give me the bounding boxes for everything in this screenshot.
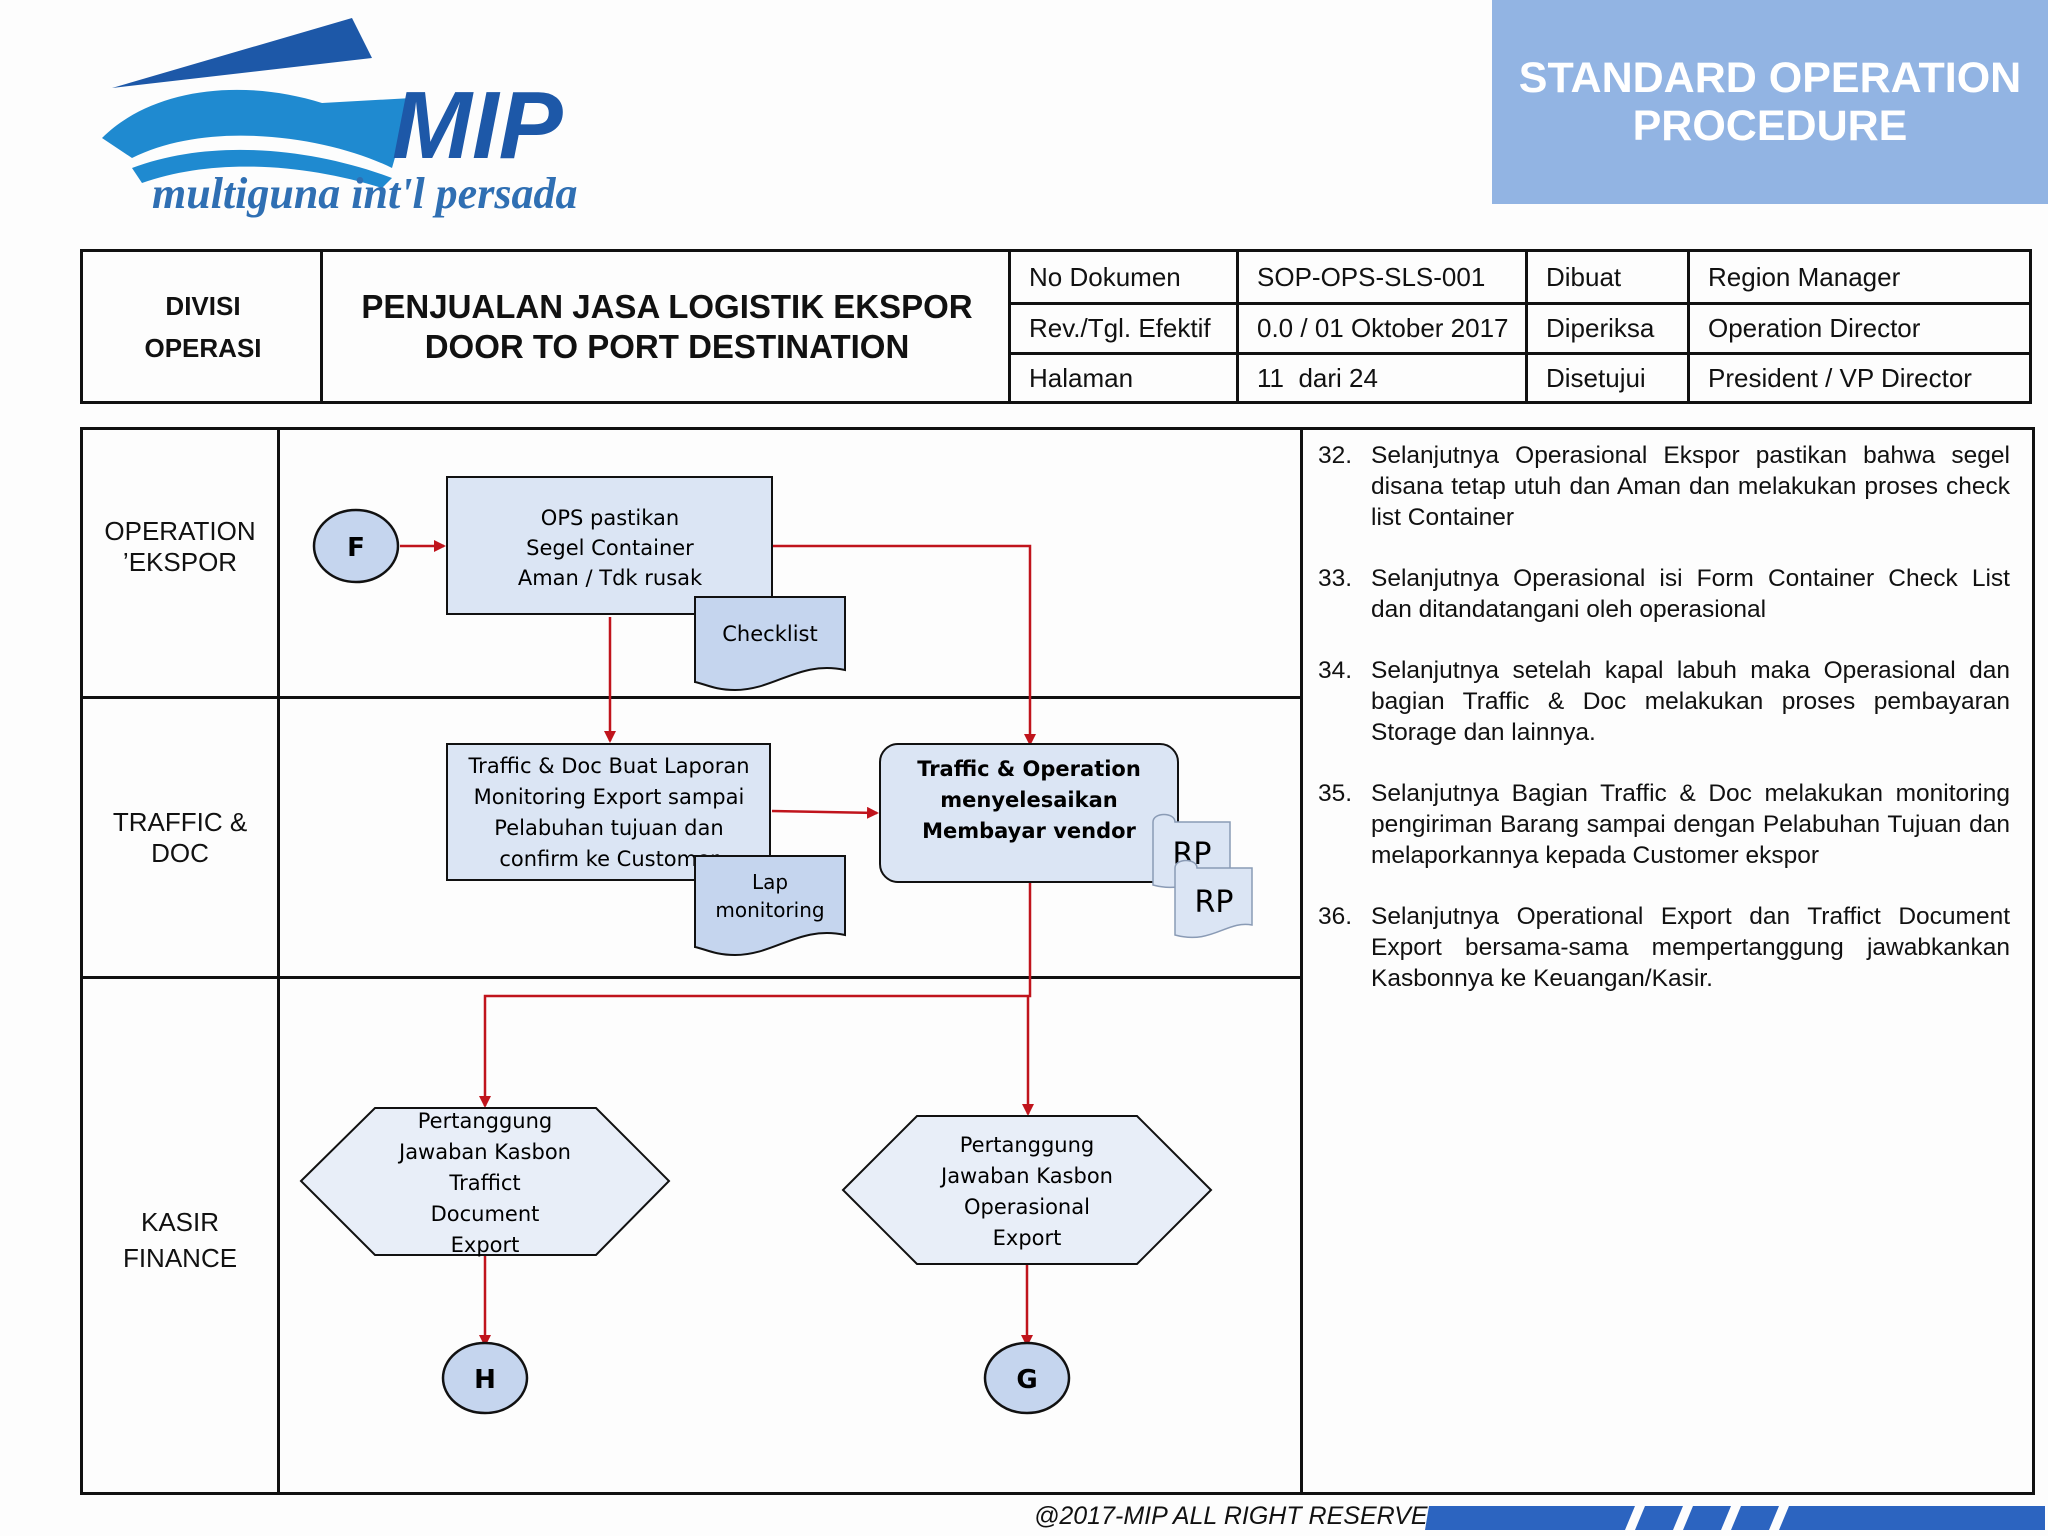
svg-text:Export: Export [993, 1226, 1062, 1250]
svg-text:Export: Export [451, 1233, 520, 1257]
meta-role-checked: Diperiksa [1546, 313, 1655, 343]
connector-h: H [441, 1341, 529, 1415]
step-34: 34.Selanjutnya setelah kapal labuh maka … [1318, 657, 2010, 746]
flow-arrows [400, 540, 1036, 1347]
arrow-traffic-to-vendor [771, 806, 879, 819]
document-header-table: DIVISI OPERASI PENJUALAN JASA LOGISTIK E… [80, 249, 2032, 404]
meta-value-revision: 0.0 / 01 Oktober 2017 [1257, 313, 1509, 343]
svg-text:Document: Document [431, 1202, 540, 1226]
meta-person-made: Region Manager [1708, 261, 1901, 292]
ops-check-seal-box: OPS pastikan Segel Container Aman / Tdk … [446, 476, 773, 615]
step-35: 35.Selanjutnya Bagian Traffic & Doc mela… [1318, 780, 2010, 869]
svg-text:RP: RP [1195, 885, 1234, 920]
division-cell: DIVISI OPERASI [83, 252, 323, 401]
svg-text:monitoring: monitoring [715, 898, 824, 922]
svg-text:Pelabuhan tujuan dan: Pelabuhan tujuan dan [494, 816, 723, 840]
svg-text:Segel Container: Segel Container [526, 536, 694, 560]
svg-text:confirm ke Customer: confirm ke Customer [499, 847, 719, 871]
document-title: PENJUALAN JASA LOGISTIK EKSPOR DOOR TO P… [326, 252, 1008, 401]
meta-role-approved: Disetujui [1546, 362, 1646, 393]
svg-text:Lap: Lap [752, 870, 788, 894]
rp-document-2: RP [1174, 859, 1253, 939]
meta-person-checked: Operation Director [1708, 313, 1921, 343]
checklist-document: Checklist [694, 596, 846, 692]
procedure-steps: 32.Selanjutnya Operasional Ekspor pastik… [1318, 440, 2010, 1024]
connector-f: F [312, 508, 400, 584]
svg-text:menyelesaikan: menyelesaikan [940, 788, 1117, 812]
title-line-1: PENJUALAN JASA LOGISTIK EKSPOR [361, 287, 973, 325]
copyright-footer: @2017-MIP ALL RIGHT RESERVED [1034, 1502, 1446, 1530]
division-name: OPERASI [144, 332, 262, 363]
hex-kasbon-traffic-document: Pertanggung Jawaban Kasbon Traffict Docu… [299, 1107, 671, 1257]
svg-text:Jawaban Kasbon: Jawaban Kasbon [397, 1140, 571, 1164]
connector-g: G [983, 1341, 1071, 1415]
meta-person-approved: President / VP Director [1708, 362, 1972, 393]
step-36: 36.Selanjutnya Operational Export dan Tr… [1318, 903, 2010, 992]
meta-label-revision: Rev./Tgl. Efektif [1029, 313, 1211, 343]
meta-label-page: Halaman [1029, 362, 1134, 393]
step-33: 33.Selanjutnya Operasional isi Form Cont… [1318, 565, 2010, 623]
svg-text:Traffic & Doc Buat Laporan: Traffic & Doc Buat Laporan [467, 754, 749, 778]
svg-text:OPS pastikan: OPS pastikan [541, 506, 679, 530]
lane-traffic-doc: TRAFFIC &DOC [112, 807, 248, 868]
svg-text:Aman / Tdk rusak: Aman / Tdk rusak [518, 566, 703, 590]
meta-role-made: Dibuat [1546, 261, 1622, 292]
svg-text:Traffict: Traffict [448, 1171, 520, 1195]
pay-vendor-box: Traffic & Operation menyelesaikan Membay… [879, 743, 1179, 883]
svg-text:Jawaban Kasbon: Jawaban Kasbon [939, 1164, 1113, 1188]
step-32: 32.Selanjutnya Operasional Ekspor pastik… [1318, 442, 2010, 531]
svg-text:G: G [1016, 1365, 1037, 1395]
svg-text:multiguna int'l persada: multiguna int'l persada [152, 169, 577, 218]
svg-text:Pertanggung: Pertanggung [960, 1133, 1095, 1157]
arrow-vendor-to-hex-left [479, 882, 1032, 1108]
banner-line-2: PROCEDURE [1632, 102, 1908, 150]
svg-text:Traffic & Operation: Traffic & Operation [917, 757, 1141, 781]
svg-text:Operasional: Operasional [964, 1195, 1090, 1219]
division-label: DIVISI [165, 290, 241, 321]
footer-decoration-bar [1425, 1506, 2045, 1530]
lane-operation-ekspor: OPERATION’EKSPOR [104, 516, 256, 577]
meta-value-doc-no: SOP-OPS-SLS-001 [1257, 261, 1486, 292]
svg-text:Pertanggung: Pertanggung [418, 1109, 553, 1133]
hex-kasbon-operasional: Pertanggung Jawaban Kasbon Operasional E… [841, 1115, 1213, 1265]
svg-text:Membayar vendor: Membayar vendor [922, 819, 1136, 843]
title-line-2: DOOR TO PORT DESTINATION [424, 327, 910, 365]
svg-text:F: F [347, 533, 365, 563]
svg-text:Checklist: Checklist [722, 622, 817, 646]
meta-value-page: 11 dari 24 [1257, 362, 1378, 393]
meta-label-doc-no: No Dokumen [1029, 261, 1181, 292]
traffic-monitoring-report-box: Traffic & Doc Buat Laporan Monitoring Ex… [446, 743, 771, 881]
lap-monitoring-document: Lap monitoring [694, 855, 846, 957]
sop-banner: STANDARD OPERATION PROCEDURE [1492, 0, 2048, 204]
company-logo: MIP multiguna int'l persada [102, 18, 577, 218]
arrow-ops-to-vendor [772, 544, 1036, 746]
svg-text:MIP: MIP [392, 72, 564, 179]
svg-text:Monitoring Export sampai: Monitoring Export sampai [474, 785, 745, 809]
banner-line-1: STANDARD OPERATION [1518, 54, 2022, 102]
svg-text:H: H [474, 1365, 496, 1395]
